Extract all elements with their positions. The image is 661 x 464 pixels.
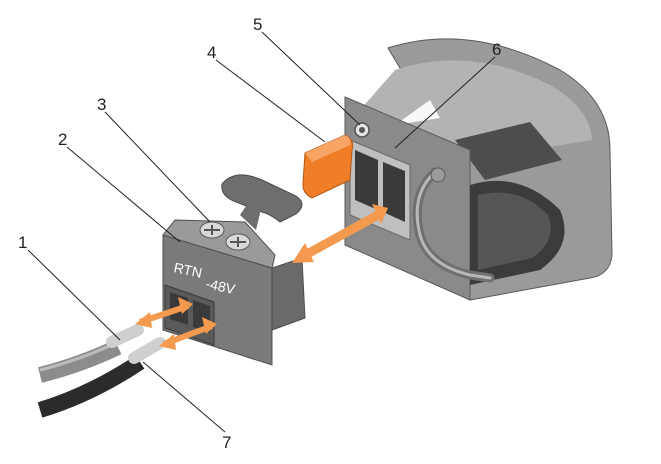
callout-4: 4 [207, 43, 216, 62]
release-latch [302, 134, 354, 199]
power-supply-status-indicator [354, 122, 370, 138]
rtn-label: RTN [172, 259, 203, 281]
callout-6: 6 [492, 40, 501, 59]
callout-3: 3 [97, 95, 106, 114]
insertion-arrows [135, 204, 388, 350]
power-supply-unit [344, 38, 613, 301]
callout-5: 5 [253, 15, 262, 34]
dc-cable-connector [162, 174, 306, 366]
callout-2: 2 [58, 130, 67, 149]
callout-1: 1 [18, 233, 27, 252]
dc-power-connector-socket [349, 139, 411, 241]
callouts: 1 2 3 4 5 6 7 [18, 15, 501, 452]
minus-48v-label: -48V [204, 275, 237, 297]
terminal-screws [199, 221, 251, 251]
callout-7: 7 [222, 433, 231, 452]
power-cables [37, 324, 166, 418]
minus-48v-wire [37, 355, 145, 418]
connector-polarity-label: RTN -48V [172, 259, 237, 297]
rtn-wire [38, 339, 122, 383]
